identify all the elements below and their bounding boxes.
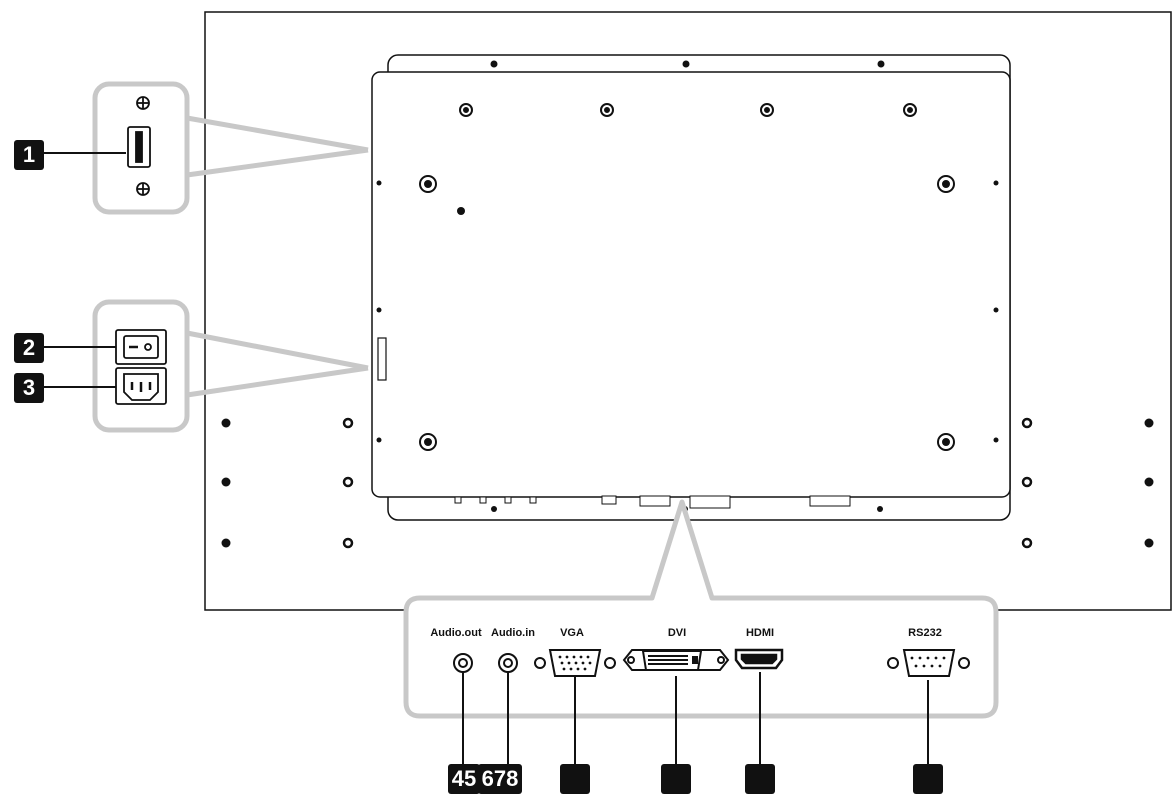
ac-inlet (115, 367, 167, 405)
power-switch (115, 329, 167, 365)
callout-frame-io (403, 499, 999, 719)
port-label-vga: VGA (560, 627, 584, 639)
callout-badge-1: 1 (14, 140, 44, 170)
port-label-dvi: DVI (667, 627, 687, 639)
audio-out-jack (453, 653, 473, 673)
callout-badge-vga (560, 764, 590, 794)
leader-lines (44, 152, 929, 764)
hdmi-connector (734, 648, 784, 670)
plate-port-silhouettes (454, 495, 851, 509)
callout-badge-rs232 (913, 764, 943, 794)
port-label-rs232: RS232 (908, 627, 942, 639)
back-plate (371, 71, 1011, 498)
usb-port (127, 96, 151, 196)
callout-badge-6-7-8: 678 (478, 764, 522, 794)
top-screws (490, 60, 885, 68)
callout-badge-4-5: 45 (448, 764, 480, 794)
vesa-mounts (419, 175, 955, 451)
housing-screws-left (221, 417, 354, 549)
port-label-audio-out: Audio.out (430, 627, 482, 639)
vga-connector (534, 649, 616, 677)
callout-badge-hdmi (745, 764, 775, 794)
side-bump (377, 337, 387, 381)
top-mounts (459, 103, 917, 117)
rs232-connector (887, 649, 970, 677)
callout-badge-dvi (661, 764, 691, 794)
dvi-connector (622, 649, 730, 671)
housing-screws-right (1021, 417, 1154, 549)
callout-badge-3: 3 (14, 373, 44, 403)
port-label-hdmi: HDMI (745, 627, 775, 639)
port-label-audio-in: Audio.in (491, 627, 535, 639)
callout-badge-2: 2 (14, 333, 44, 363)
callout-frame-power (92, 299, 369, 433)
audio-in-jack (498, 653, 518, 673)
